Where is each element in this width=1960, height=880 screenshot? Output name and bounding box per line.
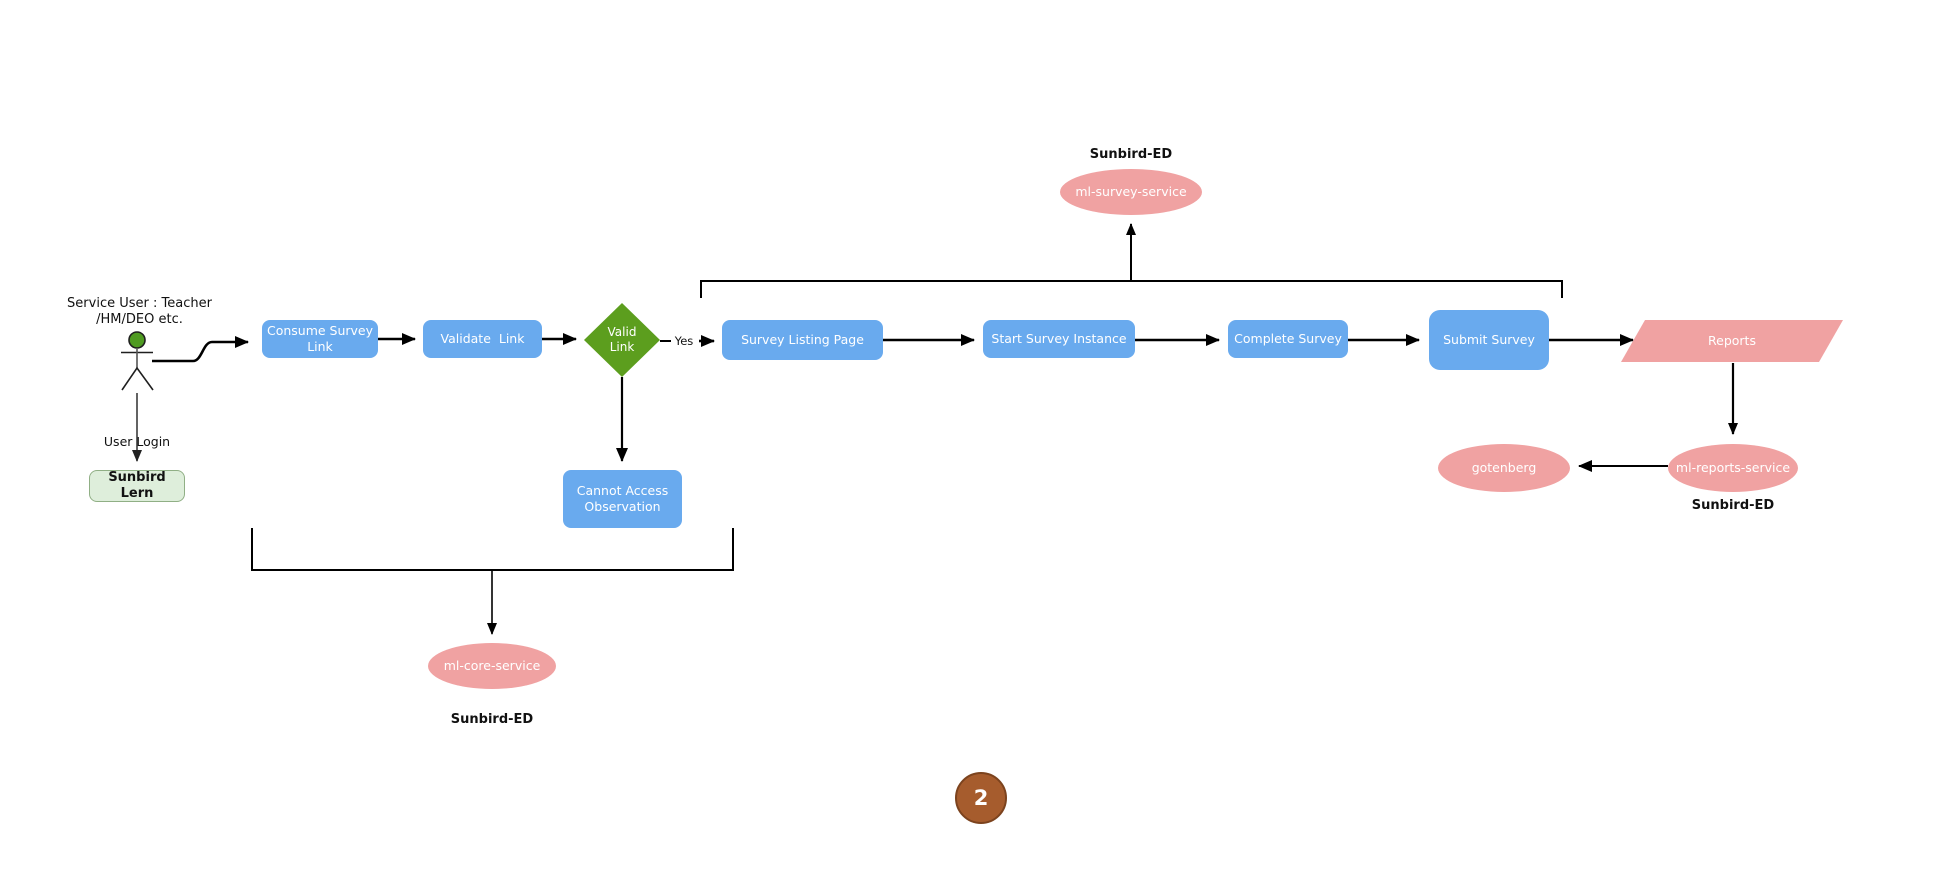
survey-listing-page-node: Survey Listing Page (722, 320, 883, 360)
sunbird-ed-label-right: Sunbird-ED (1691, 498, 1775, 513)
page-number-badge: 2 (955, 772, 1007, 824)
reports-node: Reports (1621, 320, 1843, 362)
yes-edge-label: Yes (674, 334, 694, 348)
user-login-label: User Login (103, 434, 171, 449)
sunbird-lern-node: Sunbird Lern (89, 470, 185, 502)
actor-figure (121, 331, 154, 391)
ml-reports-service-node: ml-reports-service (1668, 444, 1798, 492)
start-survey-instance-node: Start Survey Instance (983, 320, 1135, 358)
validate-link-node: Validate Link (423, 320, 542, 358)
ml-survey-service-node: ml-survey-service (1060, 169, 1202, 215)
sunbird-ed-label-bottom: Sunbird-ED (450, 712, 534, 727)
bracket-bottom (251, 528, 734, 571)
submit-survey-node: Submit Survey (1429, 310, 1549, 370)
cannot-access-observation-node: Cannot Access Observation (563, 470, 682, 528)
actor-head (128, 331, 146, 349)
actor-legs (121, 366, 154, 391)
gotenberg-node: gotenberg (1438, 444, 1570, 492)
sunbird-ed-label-top: Sunbird-ED (1089, 147, 1173, 162)
ml-core-service-node: ml-core-service (428, 643, 556, 689)
consume-survey-link-node: Consume Survey Link (262, 320, 378, 358)
arrow-actor-to-consume (152, 336, 249, 363)
bracket-top (700, 280, 1563, 298)
complete-survey-node: Complete Survey (1228, 320, 1348, 358)
actor-title: Service User : Teacher /HM/DEO etc. (67, 296, 212, 328)
